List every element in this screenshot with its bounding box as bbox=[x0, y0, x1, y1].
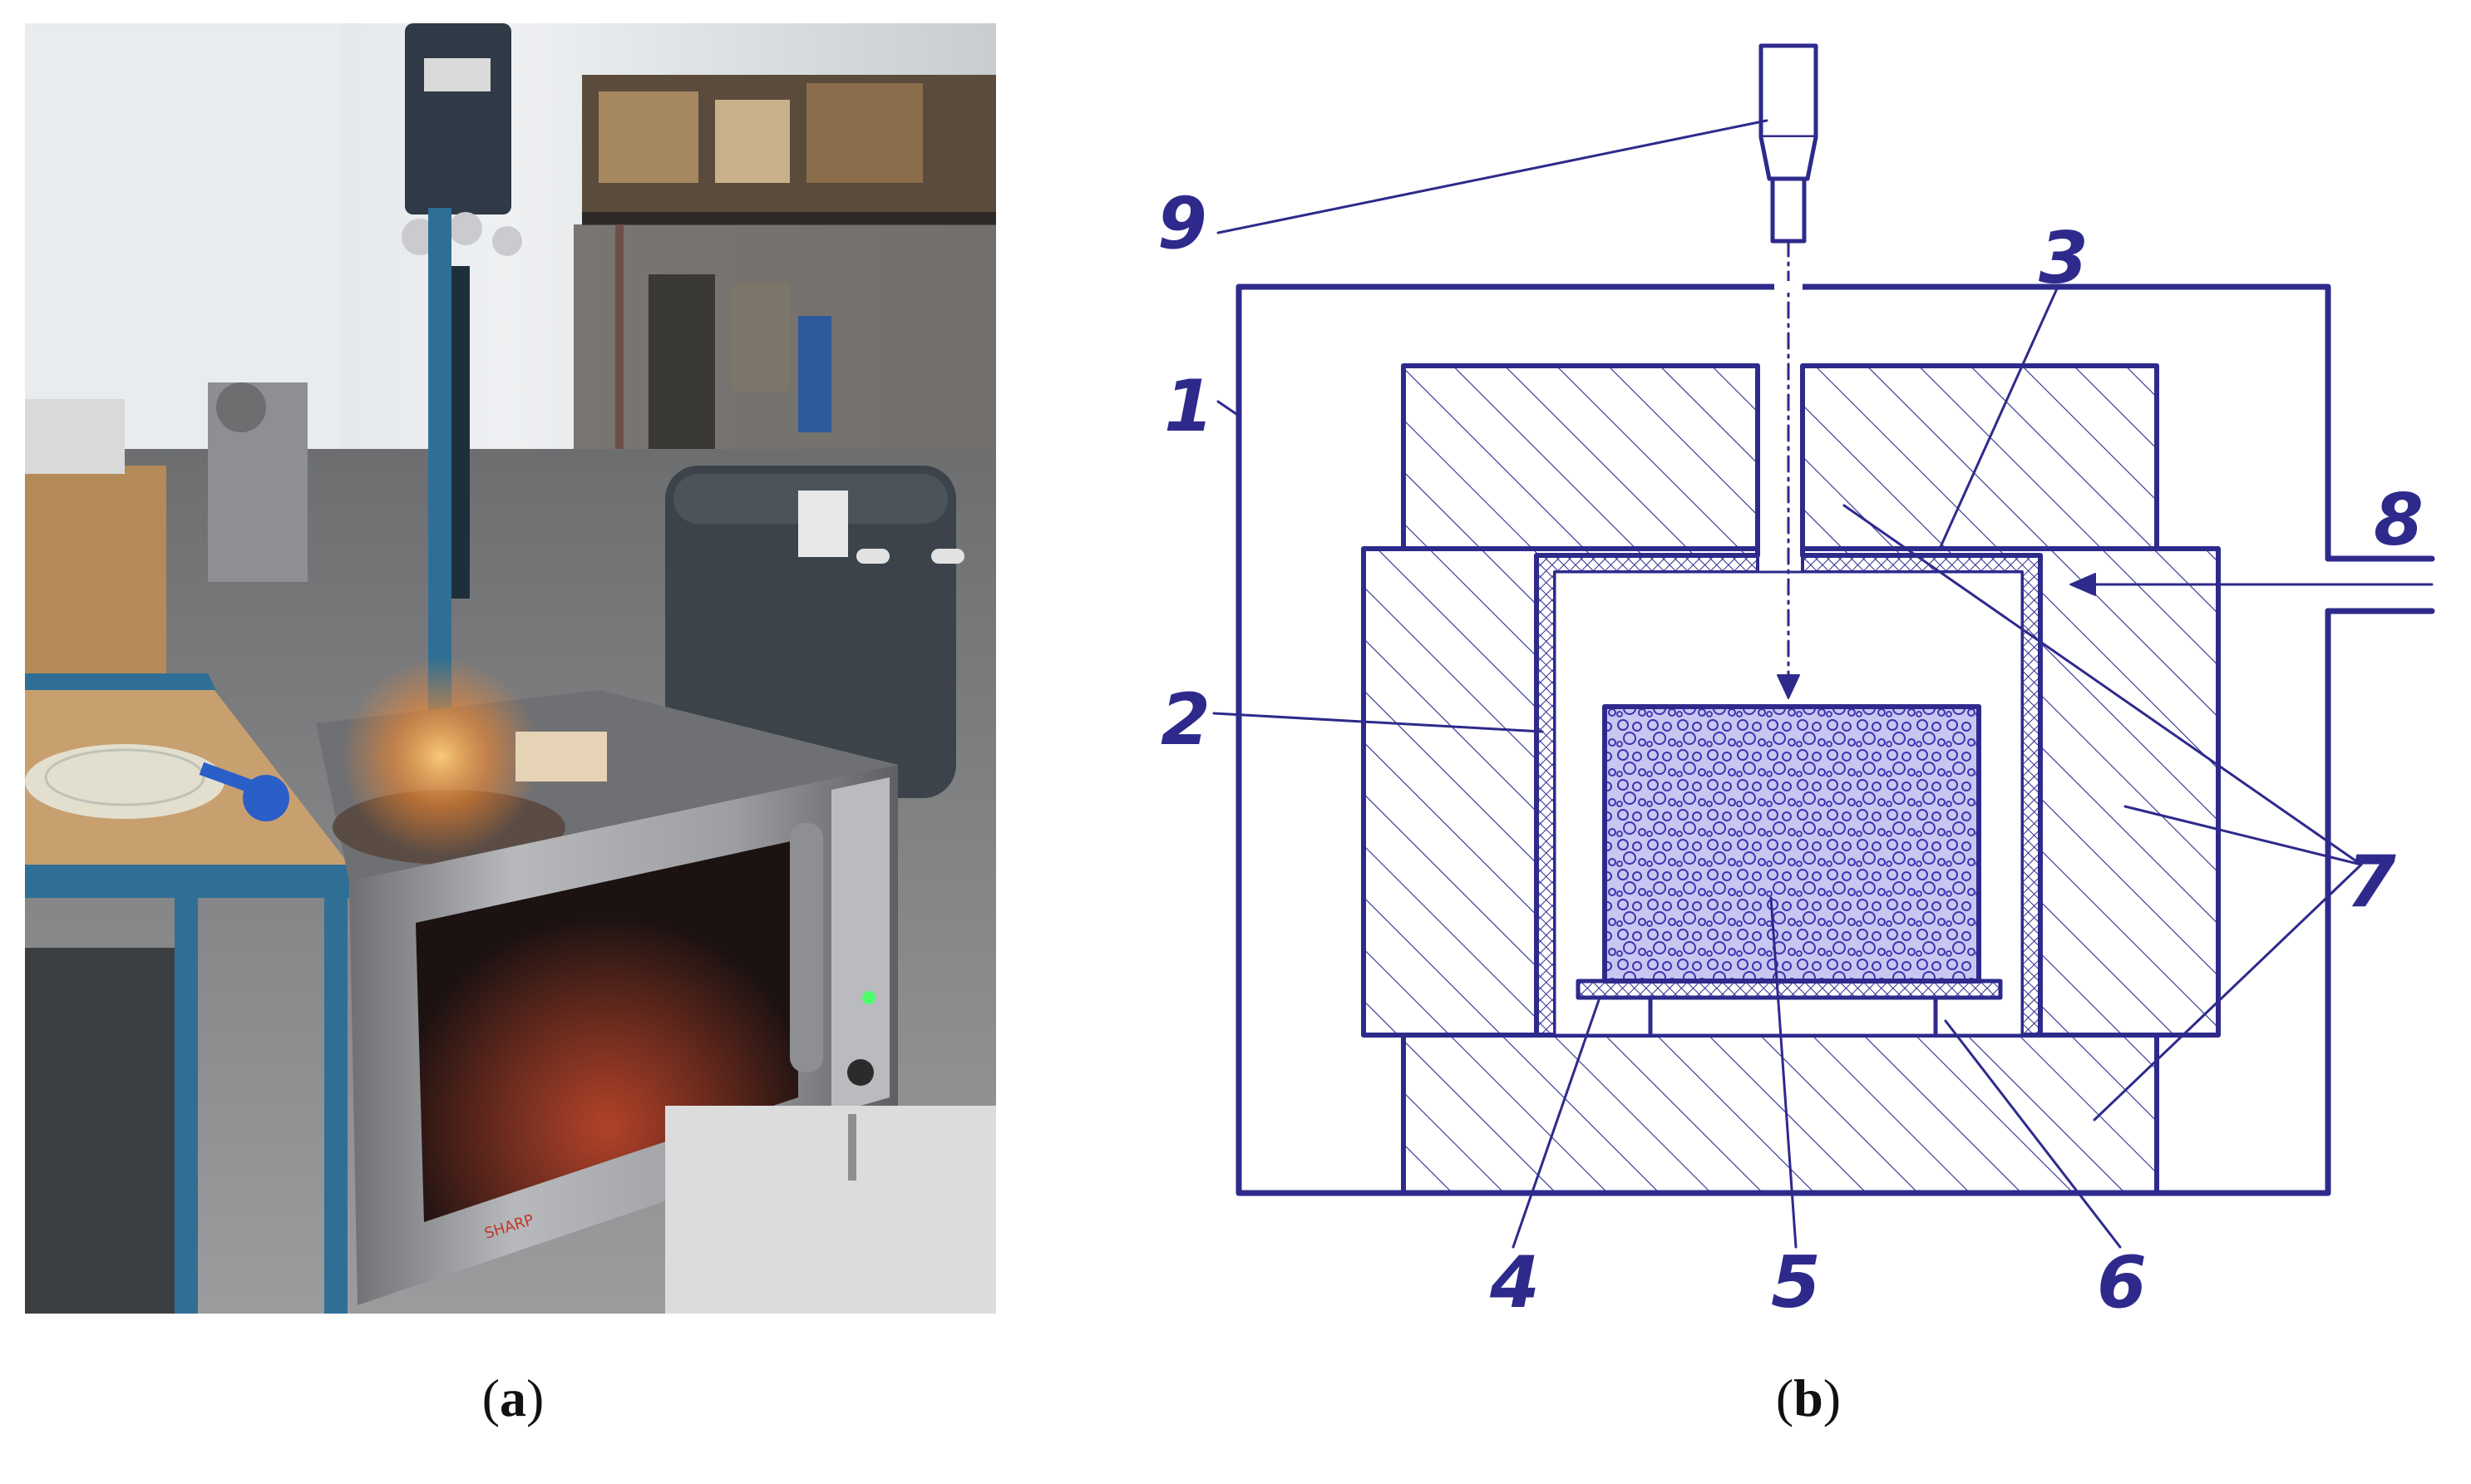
caption-b-letter: b bbox=[1793, 1368, 1823, 1427]
insulation-top-left-7 bbox=[1401, 363, 1760, 551]
label-3: 3 bbox=[2039, 217, 2089, 300]
leader-7b bbox=[2123, 805, 2363, 866]
label-6: 6 bbox=[2097, 1241, 2147, 1324]
label-1: 1 bbox=[1164, 365, 1214, 448]
leader-6 bbox=[1944, 1019, 2122, 1249]
caption-a-letter: a bbox=[500, 1368, 526, 1427]
diagram-panel-b: 9 1 2 3 4 5 6 7 8 bbox=[1157, 43, 2435, 1324]
door-handle[interactable] bbox=[790, 823, 823, 1072]
porous-sample-5 bbox=[1602, 704, 1981, 984]
leader-7c bbox=[2093, 863, 2363, 1122]
leader-5 bbox=[1769, 896, 1798, 1249]
caption-b: (b) bbox=[1775, 1368, 1842, 1427]
label-2: 2 bbox=[1161, 678, 1211, 762]
tank-label bbox=[798, 491, 848, 557]
pyrometer-9 bbox=[1758, 43, 1818, 140]
label-7: 7 bbox=[2346, 841, 2396, 924]
leader-1 bbox=[1216, 400, 1240, 417]
worktable-frame bbox=[25, 865, 349, 898]
label-9: 9 bbox=[1157, 182, 1207, 265]
label-4: 4 bbox=[1489, 1241, 1540, 1324]
control-knob[interactable] bbox=[847, 1059, 874, 1086]
petri-dish bbox=[25, 744, 224, 819]
dark-tank bbox=[665, 466, 956, 798]
overhead-motor bbox=[405, 23, 511, 214]
leader-3 bbox=[1938, 285, 2059, 550]
plasma-glow bbox=[341, 657, 540, 856]
leader-4 bbox=[1512, 996, 1601, 1249]
caption-a: (a) bbox=[481, 1368, 545, 1427]
cardboard-box bbox=[25, 466, 166, 682]
table-shadow bbox=[25, 948, 175, 1314]
label-8: 8 bbox=[2374, 479, 2424, 562]
support-plate-4 bbox=[1576, 979, 2003, 1000]
leader-9 bbox=[1216, 119, 1768, 234]
leader-2 bbox=[1212, 712, 1544, 733]
insulation-bottom-7 bbox=[1401, 1033, 2159, 1196]
blue-canister bbox=[798, 316, 831, 432]
outer-chamber-1 bbox=[1236, 283, 2331, 1196]
leader-7a bbox=[1842, 504, 2363, 866]
power-led bbox=[862, 991, 875, 1004]
control-panel bbox=[831, 777, 890, 1114]
foreground-cabinet bbox=[665, 1106, 996, 1314]
label-5: 5 bbox=[1771, 1241, 1821, 1324]
photo-panel-a: SHARP bbox=[25, 23, 996, 1314]
